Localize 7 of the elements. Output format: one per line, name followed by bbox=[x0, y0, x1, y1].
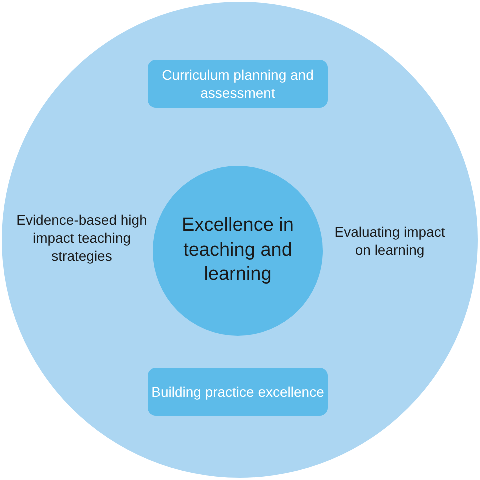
node-label: Curriculum planning and assessment bbox=[161, 66, 315, 102]
node-label: Building practice excellence bbox=[152, 382, 324, 402]
node-label: Excellence in teaching and learning bbox=[181, 214, 295, 288]
process-box bbox=[148, 60, 328, 108]
process-box bbox=[148, 368, 328, 416]
node-text: Evidence-based high impact teaching strategies bbox=[16, 210, 148, 266]
node-text: Evaluating impact on learning bbox=[334, 222, 446, 260]
